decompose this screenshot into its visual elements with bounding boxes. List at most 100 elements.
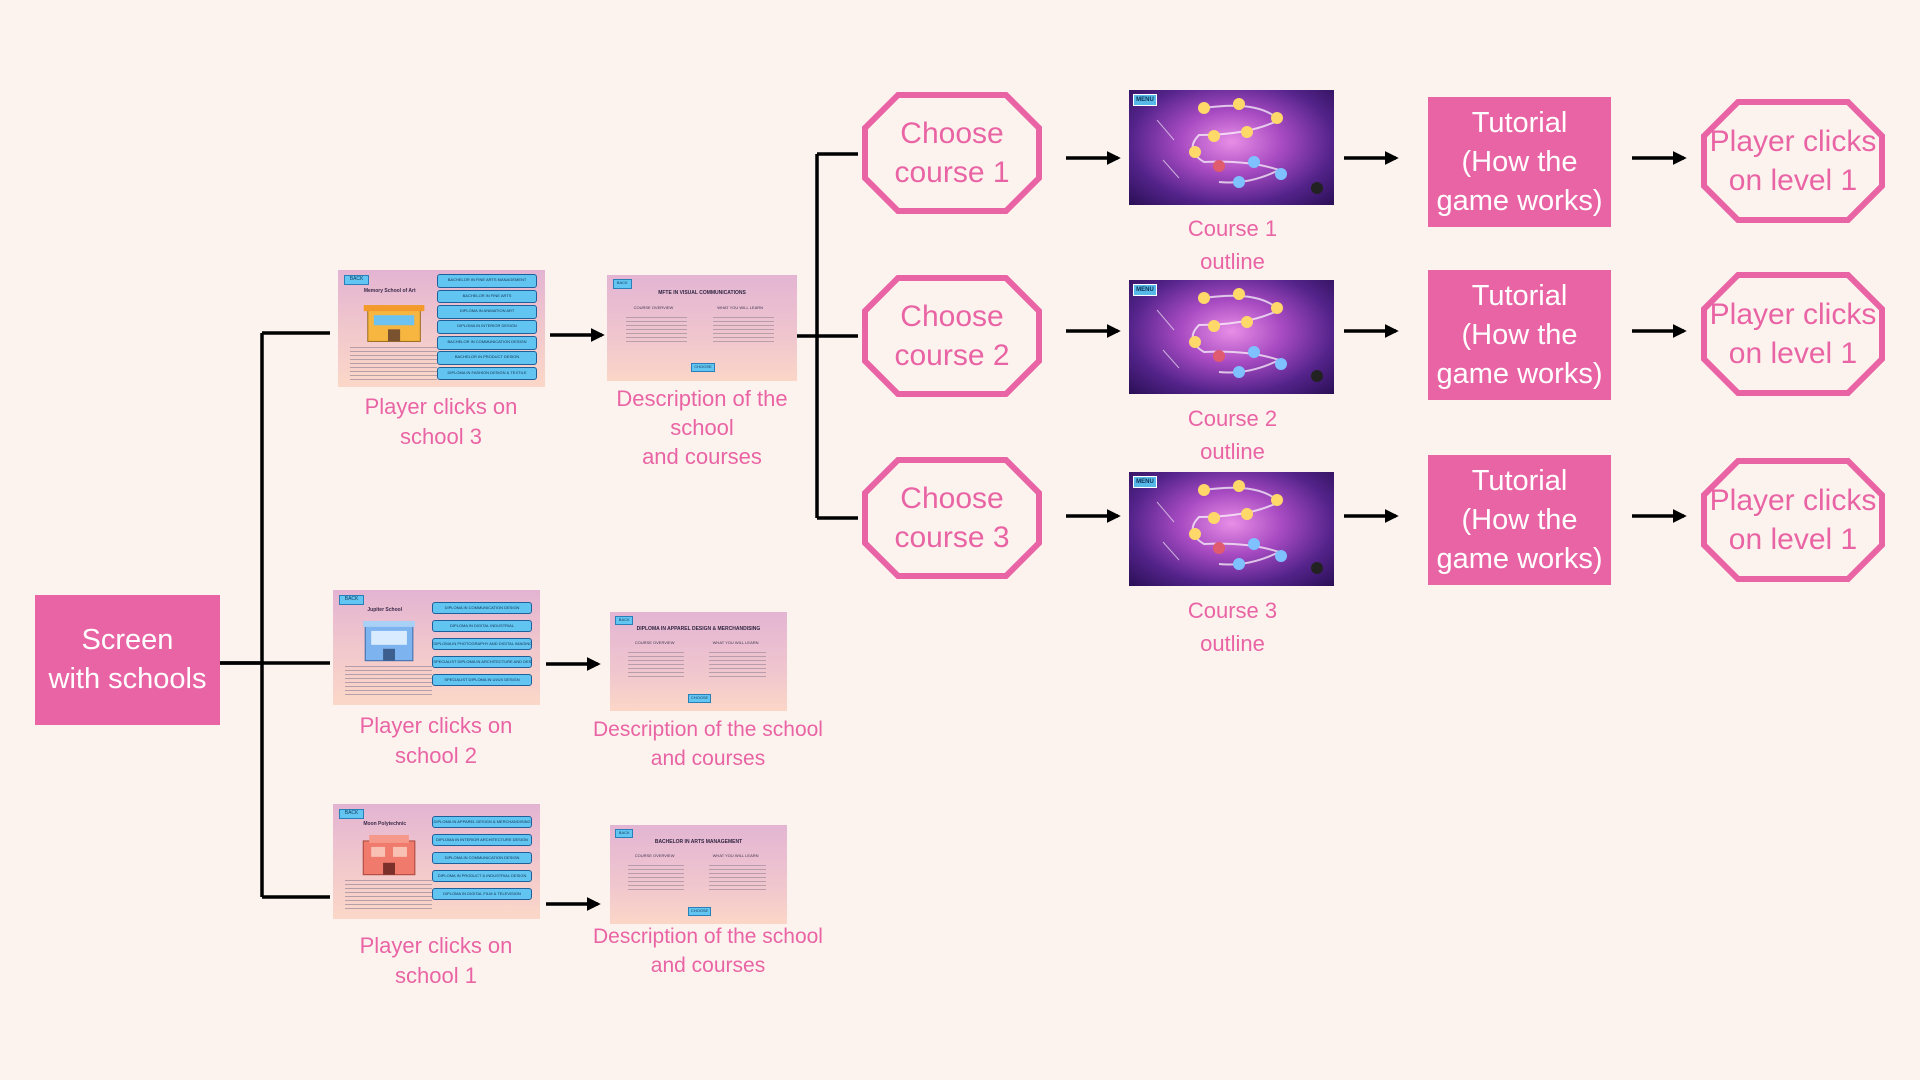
level-path-map [1156, 98, 1323, 194]
school-description-text [345, 665, 433, 699]
course-overview-heading: COURSE OVERVIEW [634, 639, 675, 645]
choose-button: CHOOSE [690, 362, 716, 373]
choose-course-1-label: Choose course 1 [894, 117, 1010, 189]
school-3-screen: BACK Memory School of Art BACHELOR IN FI… [338, 270, 545, 387]
back-button: BACK [612, 279, 632, 289]
level-1-node-row-3: Player clicks on level 1 [1701, 458, 1885, 582]
school-3-caption: Player clicks on school 3 [364, 394, 518, 449]
root-node-screen-with-schools: Screen with schools [35, 595, 220, 725]
school-building-icon [363, 620, 415, 661]
overview-text [627, 864, 685, 891]
course-2-outline-screen: MENU [1129, 280, 1334, 394]
level-1-label: Player clicks on level 1 [1709, 125, 1877, 197]
choose-course-1-node: Choose course 1 [862, 92, 1042, 214]
school-2-description-screen: BACK DIPLOMA IN APPAREL DESIGN & MERCHAN… [610, 612, 787, 711]
menu-button: MENU [1133, 284, 1157, 296]
what-you-will-learn-heading: WHAT YOU WILL LEARN [712, 852, 759, 858]
overview-text [627, 651, 685, 678]
course-button: BACHELOR IN COMMUNICATION DESIGN [437, 335, 537, 350]
course-1-outline-screen: MENU [1129, 90, 1334, 205]
learn-text [709, 864, 766, 891]
course-button: DIPLOMA IN PRODUCT & INDUSTRIAL DESIGN [432, 870, 532, 882]
course-title: MFTE IN VISUAL COMMUNICATIONS [658, 289, 746, 296]
what-you-will-learn-heading: WHAT YOU WILL LEARN [712, 639, 759, 645]
school-2-caption: Player clicks on school 2 [359, 713, 513, 768]
school-3-description-caption: Description of the school and courses [616, 386, 788, 469]
tutorial-node-3: Tutorial (How the game works) [1428, 455, 1611, 585]
back-button: BACK [344, 274, 369, 285]
course-button-list: DIPLOMA IN COMMUNICATION DESIGN DIPLOMA … [432, 599, 532, 689]
school-3-description-screen: BACK MFTE IN VISUAL COMMUNICATIONS COURS… [607, 275, 797, 381]
octagon-shape [862, 92, 1042, 214]
level-1-label: Player clicks on level 1 [1709, 484, 1877, 556]
course-button: BACHELOR IN FINE ARTS [437, 289, 537, 304]
course-button: DIPLOMA IN APPAREL DESIGN & MERCHANDISIN… [432, 816, 532, 829]
octagon-shape [1701, 458, 1885, 582]
school-title: Moon Polytechnic [363, 821, 407, 828]
level-path-map [1156, 288, 1323, 382]
choose-button: CHOOSE [687, 907, 712, 917]
octagon-shape [862, 275, 1042, 397]
tutorial-node-2: Tutorial (How the game works) [1428, 270, 1611, 400]
course-overview-heading: COURSE OVERVIEW [633, 304, 674, 310]
level-1-node-row-1: Player clicks on level 1 [1701, 99, 1885, 223]
octagon-shape [1701, 99, 1885, 223]
course-3-outline-screen: MENU [1129, 472, 1334, 586]
course-button: BACHELOR IN PRODUCT DESIGN [437, 351, 537, 365]
back-button: BACK [615, 615, 634, 625]
school-title: Memory School of Art [363, 287, 416, 294]
school-description-text [350, 347, 438, 380]
course-button: SPECIALIST DIPLOMA IN UI/UX DESIGN [432, 673, 532, 686]
course-2-outline-caption: Course 2 outline [1187, 406, 1278, 464]
school-1-description-caption: Description of the school and courses [593, 925, 823, 977]
choose-course-3-node: Choose course 3 [862, 457, 1042, 579]
learn-text [713, 317, 775, 345]
course-button: BACHELOR IN FINE ARTS MANAGEMENT [437, 274, 537, 289]
back-button: BACK [615, 828, 634, 838]
course-title: DIPLOMA IN APPAREL DESIGN & MERCHANDISIN… [636, 625, 761, 632]
choose-course-2-label: Choose course 2 [894, 300, 1010, 372]
octagon-shape [1701, 272, 1885, 396]
school-building-icon [362, 834, 416, 875]
school-building-icon [363, 305, 425, 343]
course-button: DIPLOMA IN COMMUNICATION DESIGN [432, 852, 532, 864]
learn-text [709, 651, 766, 678]
choose-button: CHOOSE [687, 694, 712, 704]
course-button-list: DIPLOMA IN APPAREL DESIGN & MERCHANDISIN… [432, 813, 532, 903]
octagon-shape [862, 457, 1042, 579]
school-description-text [345, 879, 433, 913]
choose-course-2-node: Choose course 2 [862, 275, 1042, 397]
course-button: DIPLOMA IN DIGITAL INDUSTRIAL [432, 620, 532, 633]
course-1-outline-caption: Course 1 outline [1187, 216, 1278, 274]
school-1-caption: Player clicks on school 1 [359, 933, 513, 988]
course-button: DIPLOMA IN INTERIOR ARCHITECTURE DESIGN [432, 834, 532, 847]
level-1-node-row-2: Player clicks on level 1 [1701, 272, 1885, 396]
school-1-description-screen: BACK BACHELOR IN ARTS MANAGEMENT COURSE … [610, 825, 787, 924]
course-button: DIPLOMA IN COMMUNICATION DESIGN [432, 602, 532, 615]
course-button: DIPLOMA IN INTERIOR DESIGN [437, 320, 537, 335]
course-button: DIPLOMA IN FASHION DESIGN & TEXTILE [437, 366, 537, 381]
back-button: BACK [339, 808, 364, 819]
school-2-description-caption: Description of the school and courses [593, 718, 823, 770]
school-title: Jupiter School [367, 607, 403, 614]
course-3-outline-caption: Course 3 outline [1187, 598, 1278, 656]
overview-text [626, 317, 687, 345]
tutorial-node-1: Tutorial (How the game works) [1428, 97, 1611, 227]
course-overview-heading: COURSE OVERVIEW [634, 852, 675, 858]
course-button: DIPLOMA IN PHOTOGRAPHY AND DIGITAL IMAGI… [432, 638, 532, 650]
course-title: BACHELOR IN ARTS MANAGEMENT [654, 838, 743, 845]
course-button: SPECIALIST DIPLOMA IN ARCHITECTURE AND D… [432, 656, 532, 668]
level-path-map [1156, 480, 1323, 574]
menu-button: MENU [1133, 94, 1157, 106]
menu-button: MENU [1133, 476, 1157, 488]
course-button-list: BACHELOR IN FINE ARTS MANAGEMENT BACHELO… [437, 274, 537, 382]
school-2-screen: BACK Jupiter School DIPLOMA IN COMMUNICA… [333, 590, 540, 705]
choose-course-3-label: Choose course 3 [894, 482, 1010, 554]
level-1-label: Player clicks on level 1 [1709, 298, 1877, 370]
back-button: BACK [339, 594, 364, 605]
course-button: DIPLOMA IN ANIMATION ART [437, 305, 537, 319]
school-1-screen: BACK Moon Polytechnic DIPLOMA IN APPAREL… [333, 804, 540, 919]
what-you-will-learn-heading: WHAT YOU WILL LEARN [717, 304, 764, 310]
